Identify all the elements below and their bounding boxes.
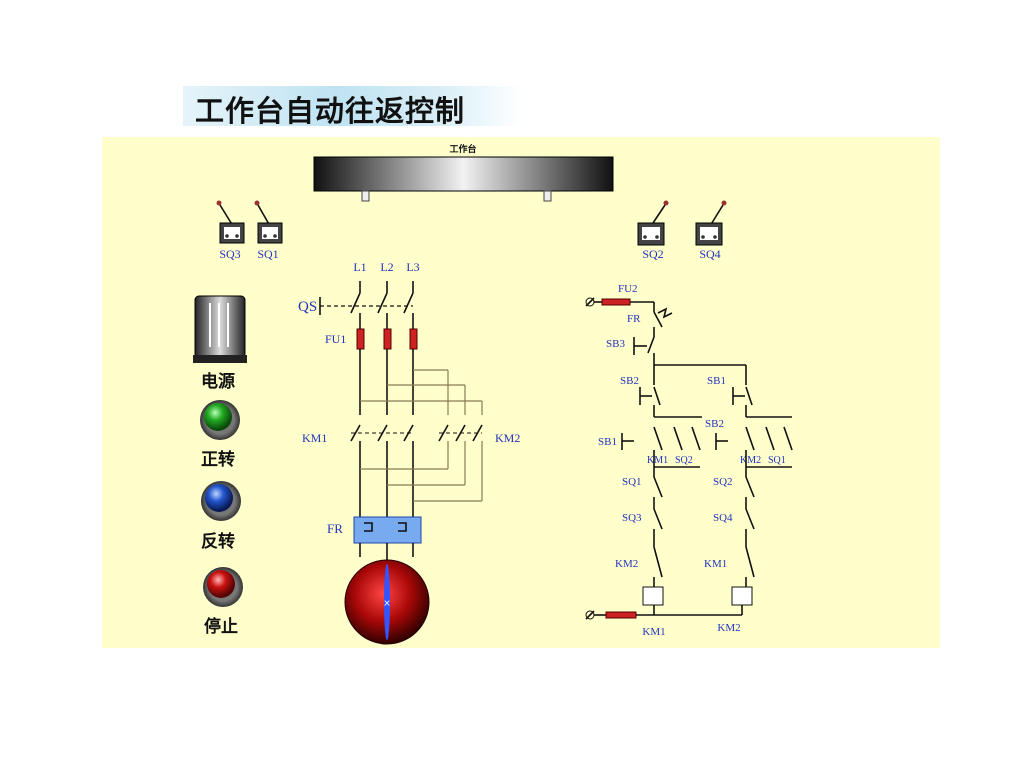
worktable-label: 工作台 [449,143,476,155]
sq4-right-label: SQ4 [713,512,733,524]
fr-main-label: FR [327,521,343,536]
sb2-left-label: SB2 [620,375,639,387]
km1-aux-label: KM1 [647,455,668,466]
km1-interlock-label: KM1 [704,558,727,570]
km1-main-label: KM1 [302,431,327,445]
l3-label: L3 [406,260,419,274]
reverse-label: 反转 [201,531,235,552]
page-title-banner: 工作台自动往返控制 [183,86,523,128]
worktable: 工作台 [313,143,614,202]
limit-switch-sq2: SQ2 [637,200,669,261]
stop-button[interactable] [203,567,243,607]
stop-label: 停止 [204,616,238,637]
control-diagram: 工作台 SQ3 SQ1 SQ2 SQ4 电源 [193,143,793,645]
coil-km2-label: KM2 [717,622,740,634]
sb1-right-label: SB1 [707,375,726,387]
l1-label: L1 [353,260,366,274]
power-label: 电源 [201,371,235,392]
sq2-right-label: SQ2 [713,476,733,488]
limit-switch-sq1: SQ1 [254,200,283,261]
svg-text:×: × [383,599,391,609]
fu2-label: FU2 [618,283,638,295]
sq2-label: SQ2 [642,247,663,261]
limit-switch-sq4: SQ4 [695,200,727,261]
sq1-left-label: SQ1 [622,476,642,488]
limit-switch-sq3: SQ3 [216,200,245,261]
sq3-label: SQ3 [219,247,240,261]
km2-main-label: KM2 [495,431,520,445]
l2-label: L2 [380,260,393,274]
coil-km1-label: KM1 [642,626,665,638]
reverse-button[interactable] [201,481,241,521]
sq3-left-label: SQ3 [622,512,642,524]
sq1-aux-label: SQ1 [768,455,786,466]
page-title: 工作台自动往返控制 [195,94,466,128]
diagram-panel: 工作台 SQ3 SQ1 SQ2 SQ4 电源 [102,137,940,648]
sb1-left-label: SB1 [598,436,617,448]
sq4-label: SQ4 [699,247,720,261]
sb2-right-label: SB2 [705,418,724,430]
fu1-label: FU1 [325,332,346,346]
sb3-label: SB3 [606,338,625,350]
km2-aux-label: KM2 [740,455,761,466]
forward-button[interactable] [200,400,240,440]
sq1-label: SQ1 [257,247,278,261]
main-circuit: L1 L2 L3 QS FU1 KM1 [298,260,520,645]
forward-label: 正转 [201,449,235,470]
control-circuit: FU2 FR SB3 SB2 SB1 SB1 [585,283,793,638]
km2-interlock-label: KM2 [615,558,638,570]
qs-label: QS [298,299,317,315]
power-switch[interactable] [193,295,247,363]
sq2-aux-label: SQ2 [675,455,693,466]
fr-ctrl-label: FR [627,313,641,325]
